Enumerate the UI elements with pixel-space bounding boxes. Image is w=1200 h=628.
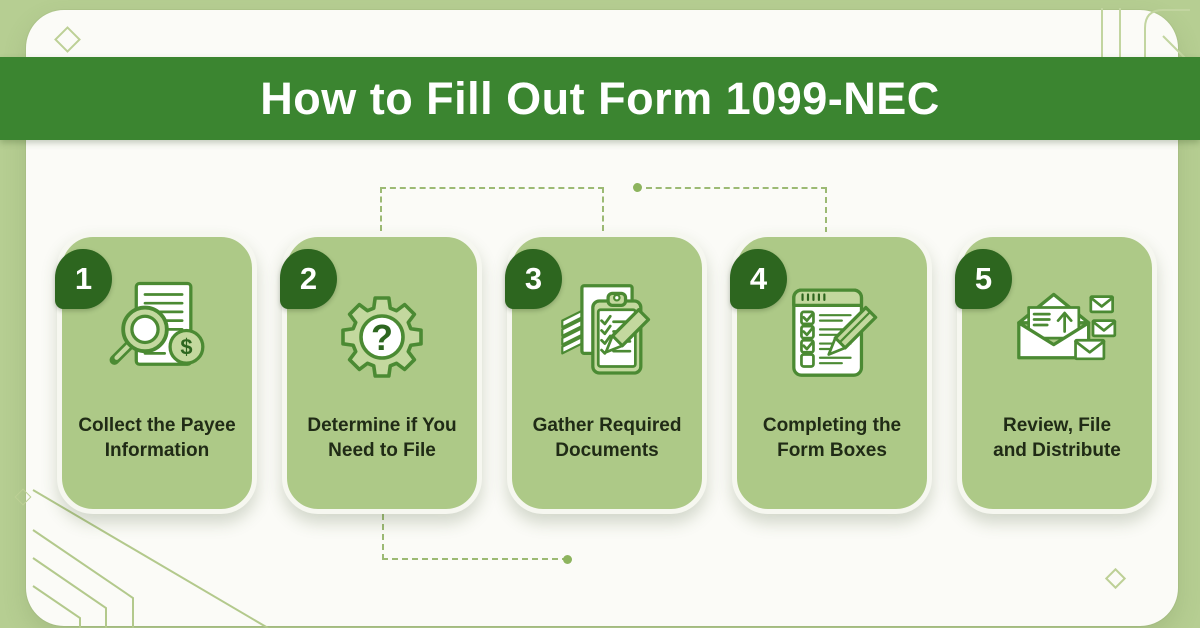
step-number-badge: 5 — [955, 249, 1012, 309]
header-banner: How to Fill Out Form 1099-NEC — [0, 57, 1200, 140]
step-number-badge: 4 — [730, 249, 787, 309]
step-card-2: 2 ? Determine if You Need to File — [280, 232, 482, 514]
form-checkboxes-pen-icon — [772, 277, 892, 397]
step-label: Collect the Payee Information — [78, 415, 236, 462]
gear-question-icon: ? — [322, 277, 442, 397]
connector-dot — [563, 555, 572, 564]
step-card-4: 4 — [730, 232, 932, 514]
step-card-3: 3 — [505, 232, 707, 514]
step-number-badge: 3 — [505, 249, 562, 309]
corner-lines-decoration — [1101, 8, 1190, 59]
clipboard-checklist-pencil-icon — [547, 277, 667, 397]
outgoing-envelopes-icon — [997, 277, 1117, 397]
page-title: How to Fill Out Form 1099-NEC — [260, 72, 940, 124]
step-number-badge: 2 — [280, 249, 337, 309]
step-card-1: 1 — [55, 232, 257, 514]
question-mark-glyph: ? — [371, 317, 393, 358]
dotted-connector-top — [380, 187, 604, 231]
step-label: Completing the Form Boxes — [762, 415, 902, 462]
dotted-connector-bottom — [382, 514, 568, 560]
step-number-badge: 1 — [55, 249, 112, 309]
connector-dot — [633, 183, 642, 192]
document-search-dollar-icon: $ — [97, 277, 217, 397]
step-label: Gather Required Documents — [532, 415, 682, 462]
step-label: Review, File and Distribute — [993, 415, 1121, 462]
dotted-connector-mid — [646, 187, 827, 243]
dollar-sign-glyph: $ — [180, 334, 192, 359]
hexagon-lines-decoration — [32, 489, 269, 628]
step-label: Determine if You Need to File — [307, 415, 457, 462]
step-card-5: 5 — [955, 232, 1157, 514]
